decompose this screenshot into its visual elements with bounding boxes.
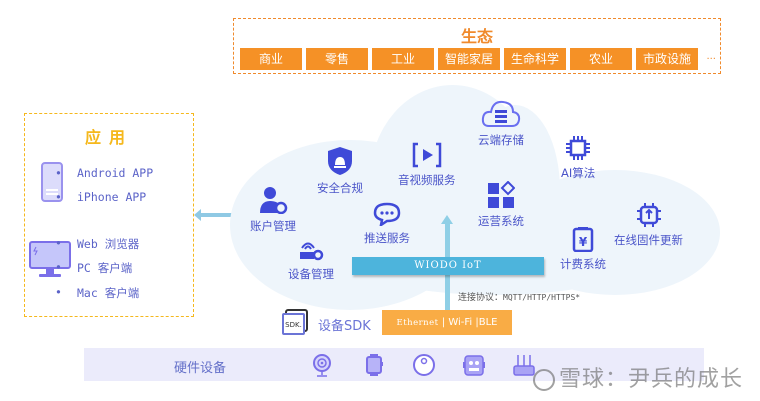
ecosystem-title: 生态 [460,27,493,46]
hardware-label: 硬件设备 [174,361,227,376]
app-list-item: Web 浏览器 [55,236,139,252]
service-label: 推送服务 [364,231,410,245]
sdk-icon: SDK. [282,309,308,335]
monitor-icon [29,241,71,277]
platform-bar: WIODO IoT [352,257,544,275]
connectivity-bar: Ethernet | Wi-Fi |BLE [382,310,512,335]
robot-icon [463,355,485,376]
ecosystem-more: ... [706,51,716,62]
service-av: 音视频服务 [398,142,456,188]
service-storage: 云端存储 [478,98,524,148]
service-billing: ¥ 计费系统 [560,226,606,272]
video-play-icon [412,142,441,168]
webcam-icon [313,354,331,377]
protocol-text: 连接协议：MQTT/HTTP/HTTPS* [458,290,580,303]
ecosystem-item: 商业 [240,48,302,70]
arrow-up-icon [441,215,453,224]
service-label: 在线固件更新 [614,233,683,247]
service-operations: 运营系统 [478,181,524,229]
svg-text:¥: ¥ [579,235,588,249]
cloud-storage-icon [481,100,521,127]
sdk-icon-text: SDK. [285,321,302,329]
app-list-item: iPhone APP [55,190,146,204]
service-ai: AI算法 [561,135,595,181]
service-label: 账户管理 [250,219,296,233]
conn-separator: | [472,317,479,328]
protocol-value: MQTT/HTTP/HTTPS* [503,293,581,302]
hardware-bar: 硬件设备 [84,348,704,381]
service-device-mgmt: 设备管理 [288,238,334,282]
service-label: 云端存储 [478,133,524,147]
application-panel: 应用 Android APP iPhone APP Web 浏览器 PC 客户端… [24,113,194,317]
watermark: 雪球：尹兵的成长 [533,361,743,393]
ecosystem-panel: 生态 商业 零售 工业 智能家居 生命科学 农业 市政设施 ... [233,18,721,74]
sdk-label: 设备SDK [318,319,371,334]
service-label: 运营系统 [478,214,524,228]
protocol-label: 连接协议： [458,293,504,303]
chip-icon [566,136,591,160]
conn-ble: BLE [478,317,498,328]
user-gear-icon [260,187,288,214]
app-list-item: PC 客户端 [55,260,132,276]
service-label: 计费系统 [560,257,606,271]
service-ota: 在线固件更新 [614,202,683,248]
app-list-item: Android APP [55,166,153,180]
ecosystem-item: 农业 [570,48,632,70]
conn-wifi: Wi-Fi [448,317,473,328]
arrow-left-icon [194,209,234,221]
ecosystem-item: 生命科学 [504,48,566,70]
router-icon [513,355,535,376]
ecosystem-item: 工业 [372,48,434,70]
service-label: AI算法 [561,166,596,180]
router-gear-icon [300,242,324,261]
smartwatch-icon [366,354,383,376]
firmware-update-icon [636,203,661,227]
billing-yen-icon: ¥ [572,227,594,252]
chat-bubble-icon [373,202,401,226]
watermark-text: 雪球：尹兵的成长 [559,367,744,392]
service-label: 音视频服务 [398,173,456,187]
service-push: 推送服务 [364,202,410,246]
robot-vacuum-icon [413,354,435,376]
service-security: 安全合规 [317,146,363,196]
service-label: 安全合规 [317,181,363,195]
snowball-logo-icon [533,369,555,391]
application-title: 应用 [84,128,133,147]
conn-separator: | [438,317,449,328]
service-account: 账户管理 [250,186,296,234]
app-list-item: Mac 客户端 [55,285,139,301]
conn-ethernet: Ethernet [396,318,439,328]
shield-alarm-icon [328,147,352,175]
ecosystem-item: 市政设施 [636,48,698,70]
service-label: 设备管理 [288,267,334,281]
apps-grid-icon [488,181,515,208]
ecosystem-item: 零售 [306,48,368,70]
ecosystem-item: 智能家居 [438,48,500,70]
